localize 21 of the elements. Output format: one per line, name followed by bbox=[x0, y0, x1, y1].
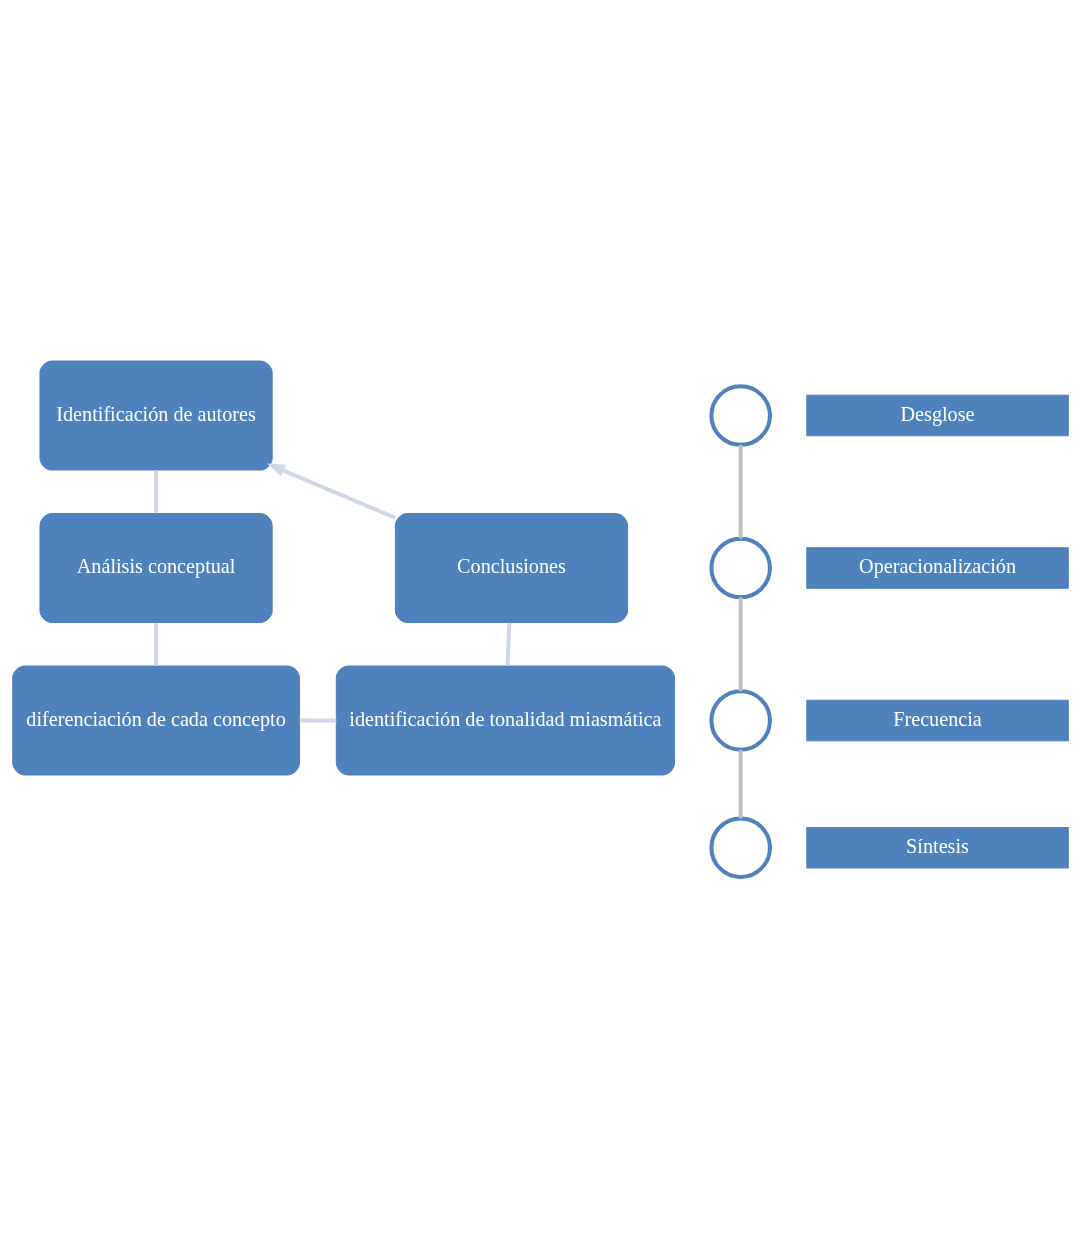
connector bbox=[738, 749, 743, 818]
connector bbox=[154, 622, 159, 666]
node-box: diferenciación de cada concepto bbox=[12, 664, 300, 775]
node-circle bbox=[709, 536, 772, 599]
node-circle bbox=[709, 688, 772, 752]
node-box: identificación de tonalidad miasmática bbox=[335, 664, 676, 775]
node-box: Análisis conceptual bbox=[39, 512, 273, 623]
node-box: Síntesis bbox=[806, 826, 1069, 868]
connector bbox=[154, 469, 159, 513]
node-box: Frecuencia bbox=[806, 699, 1069, 741]
node-box: Desglose bbox=[806, 394, 1069, 436]
node-box: Identificación de autores bbox=[39, 360, 273, 471]
arrow bbox=[266, 462, 396, 520]
connector bbox=[299, 717, 337, 722]
node-circle bbox=[709, 383, 772, 447]
connector bbox=[738, 444, 743, 539]
connector bbox=[738, 596, 743, 691]
node-circle bbox=[709, 815, 772, 879]
node-box: Conclusiones bbox=[394, 512, 629, 623]
connector bbox=[505, 622, 512, 666]
node-box: Operacionalización bbox=[806, 546, 1069, 589]
